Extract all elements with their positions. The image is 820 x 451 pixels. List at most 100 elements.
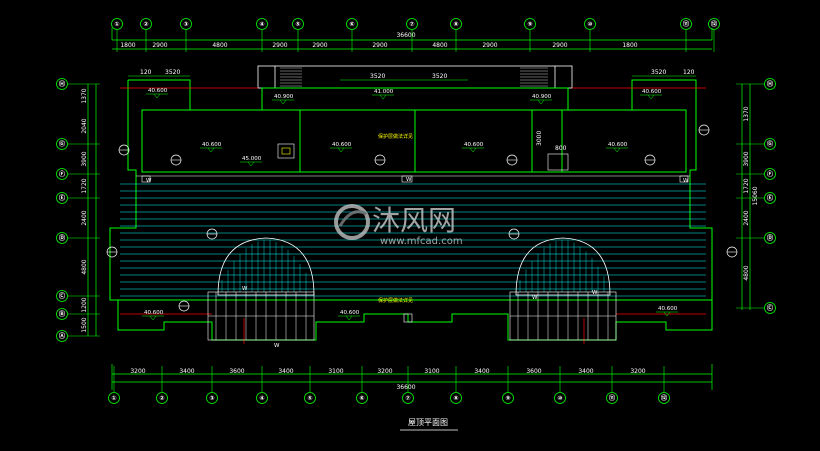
- window-label-2: W: [406, 177, 412, 183]
- left-axis-marker-4-label: Ⓔ: [59, 194, 65, 202]
- top-dim-10: 1800: [622, 42, 637, 49]
- right-axis-marker-2-label: Ⓖ: [767, 140, 773, 148]
- elevation-tag-12: 40.600: [338, 310, 360, 321]
- right-dim-2: 3900: [743, 151, 750, 166]
- red-edge-lines: [120, 87, 706, 344]
- right-dim-3: 1720: [743, 178, 750, 193]
- top-axis-marker-8-label: ⑧: [453, 21, 458, 28]
- bottom-dim-11: 3200: [630, 368, 645, 375]
- center-dim-1: 3000: [536, 131, 543, 146]
- bottom-axis-marker-10-label: ⑩: [557, 395, 562, 402]
- window-label-1: W: [146, 178, 152, 184]
- right-axis-marker-3-label: Ⓕ: [767, 170, 773, 178]
- watermark: 沐风网 www.mfcad.com: [334, 204, 463, 247]
- bottom-dim-9: 3600: [526, 368, 541, 375]
- elevation-value: 40.600: [202, 142, 222, 148]
- left-axis-marker-8: Ⓐ: [56, 330, 68, 342]
- top-axis-marker-5-label: ⑤: [295, 21, 300, 28]
- section-marker-8: [508, 228, 520, 240]
- bottom-dim-3: 3600: [229, 368, 244, 375]
- stair-treads-left: [280, 67, 302, 87]
- bottom-axis-marker-8: ⑧: [450, 392, 462, 404]
- top-axis-marker-2: ②: [140, 18, 152, 30]
- top-axis-marker-7-label: ⑦: [409, 21, 414, 28]
- left-axis-marker-6: Ⓒ: [56, 290, 68, 302]
- right-dim-4: 2400: [743, 210, 750, 225]
- bottom-axis-marker-8-label: ⑧: [453, 395, 458, 402]
- bottom-axis-marker-6: ⑥: [356, 392, 368, 404]
- bottom-axis-marker-12-label: ⑫: [661, 394, 667, 402]
- bottom-axis-marker-2: ②: [156, 392, 168, 404]
- bottom-total-dimension: 36600: [396, 384, 415, 391]
- bottom-dim-10: 3400: [578, 368, 593, 375]
- bottom-axis-marker-10: ⑩: [554, 392, 566, 404]
- roof-outline: [109, 79, 713, 341]
- note-protective-layer-2: 保护层做法详见: [378, 297, 413, 304]
- top-axis-marker-9: ⑨: [524, 18, 536, 30]
- elevation-value: 41.000: [374, 89, 394, 95]
- top-axis-marker-7: ⑦: [406, 18, 418, 30]
- bottom-dim-4: 3400: [278, 368, 293, 375]
- bottom-axis-marker-5: ⑤: [304, 392, 316, 404]
- elevation-tag-8: 40.600: [330, 142, 352, 153]
- section-markers: [106, 124, 738, 312]
- top-axis-marker-5: ⑤: [292, 18, 304, 30]
- elevation-value: 45.000: [242, 156, 262, 162]
- section-marker-2: [170, 154, 182, 166]
- top-dim-6: 2900: [372, 42, 387, 49]
- elevation-value: 40.600: [608, 142, 628, 148]
- left-axis-marker-6-label: Ⓒ: [59, 292, 65, 300]
- elevation-tag-10: 40.600: [606, 142, 628, 153]
- sub-dim-right-2: 120: [683, 69, 695, 76]
- bottom-axis-marker-5-label: ⑤: [307, 395, 312, 402]
- elevation-value: 40.900: [532, 94, 552, 100]
- dome-right-ribs: [519, 240, 605, 292]
- dome-left-ribs: [221, 240, 307, 292]
- top-axis-marker-3-label: ③: [183, 21, 188, 28]
- bottom-axis-marker-3: ③: [206, 392, 218, 404]
- left-dim-8: 1500: [81, 317, 88, 332]
- top-total-dimension: 36600: [396, 32, 415, 39]
- left-axis-marker-7-label: Ⓑ: [59, 310, 65, 318]
- right-axis-marker-1-label: Ⓗ: [767, 80, 773, 88]
- balcony-grille-right-bars: [510, 292, 616, 340]
- elevation-value: 40.600: [642, 89, 662, 95]
- elevation-tag-4: 40.900: [530, 94, 552, 105]
- top-dim-9: 2900: [552, 42, 567, 49]
- elevation-tag-13: 40.600: [656, 306, 678, 317]
- left-axis-marker-4: Ⓔ: [56, 192, 68, 204]
- top-dim-1: 1800: [120, 42, 135, 49]
- left-axis-marker-3-label: Ⓕ: [59, 170, 65, 178]
- section-marker-10: [106, 246, 118, 258]
- left-dim-2: 2040: [81, 118, 88, 133]
- top-axis-marker-10-label: ⑩: [587, 21, 592, 28]
- top-dim-7: 4800: [432, 42, 447, 49]
- sub-dim-center-2: 3520: [432, 73, 447, 80]
- top-dim-3: 4800: [212, 42, 227, 49]
- left-axis-marker-1: Ⓗ: [56, 78, 68, 90]
- sub-dim-right-1: 3520: [651, 69, 666, 76]
- right-dim-1: 1370: [743, 106, 750, 121]
- top-axis-marker-1-label: ①: [114, 21, 119, 28]
- elevation-value: 40.600: [332, 142, 352, 148]
- left-axis-marker-2-label: Ⓖ: [59, 140, 65, 148]
- window-label-7: W: [274, 343, 280, 349]
- elevation-tag-7: 45.000: [240, 156, 262, 167]
- top-dim-4: 2900: [272, 42, 287, 49]
- left-dim-5: 2400: [81, 210, 88, 225]
- top-axis-marker-11: ⑪: [680, 18, 692, 30]
- bottom-dim-7: 3100: [424, 368, 439, 375]
- sub-dim-left-2: 3520: [165, 69, 180, 76]
- section-marker-5: [698, 124, 710, 136]
- left-axis-marker-5: Ⓓ: [56, 232, 68, 244]
- elevation-tag-5: 40.600: [640, 89, 662, 100]
- left-axis-marker-5-label: Ⓓ: [59, 234, 65, 242]
- bottom-axis-marker-9: ⑨: [502, 392, 514, 404]
- right-dimension-chain: [741, 84, 751, 310]
- left-dim-3: 3900: [81, 151, 88, 166]
- window-label-6: W: [592, 290, 598, 296]
- right-axis-marker-2: Ⓖ: [764, 138, 776, 150]
